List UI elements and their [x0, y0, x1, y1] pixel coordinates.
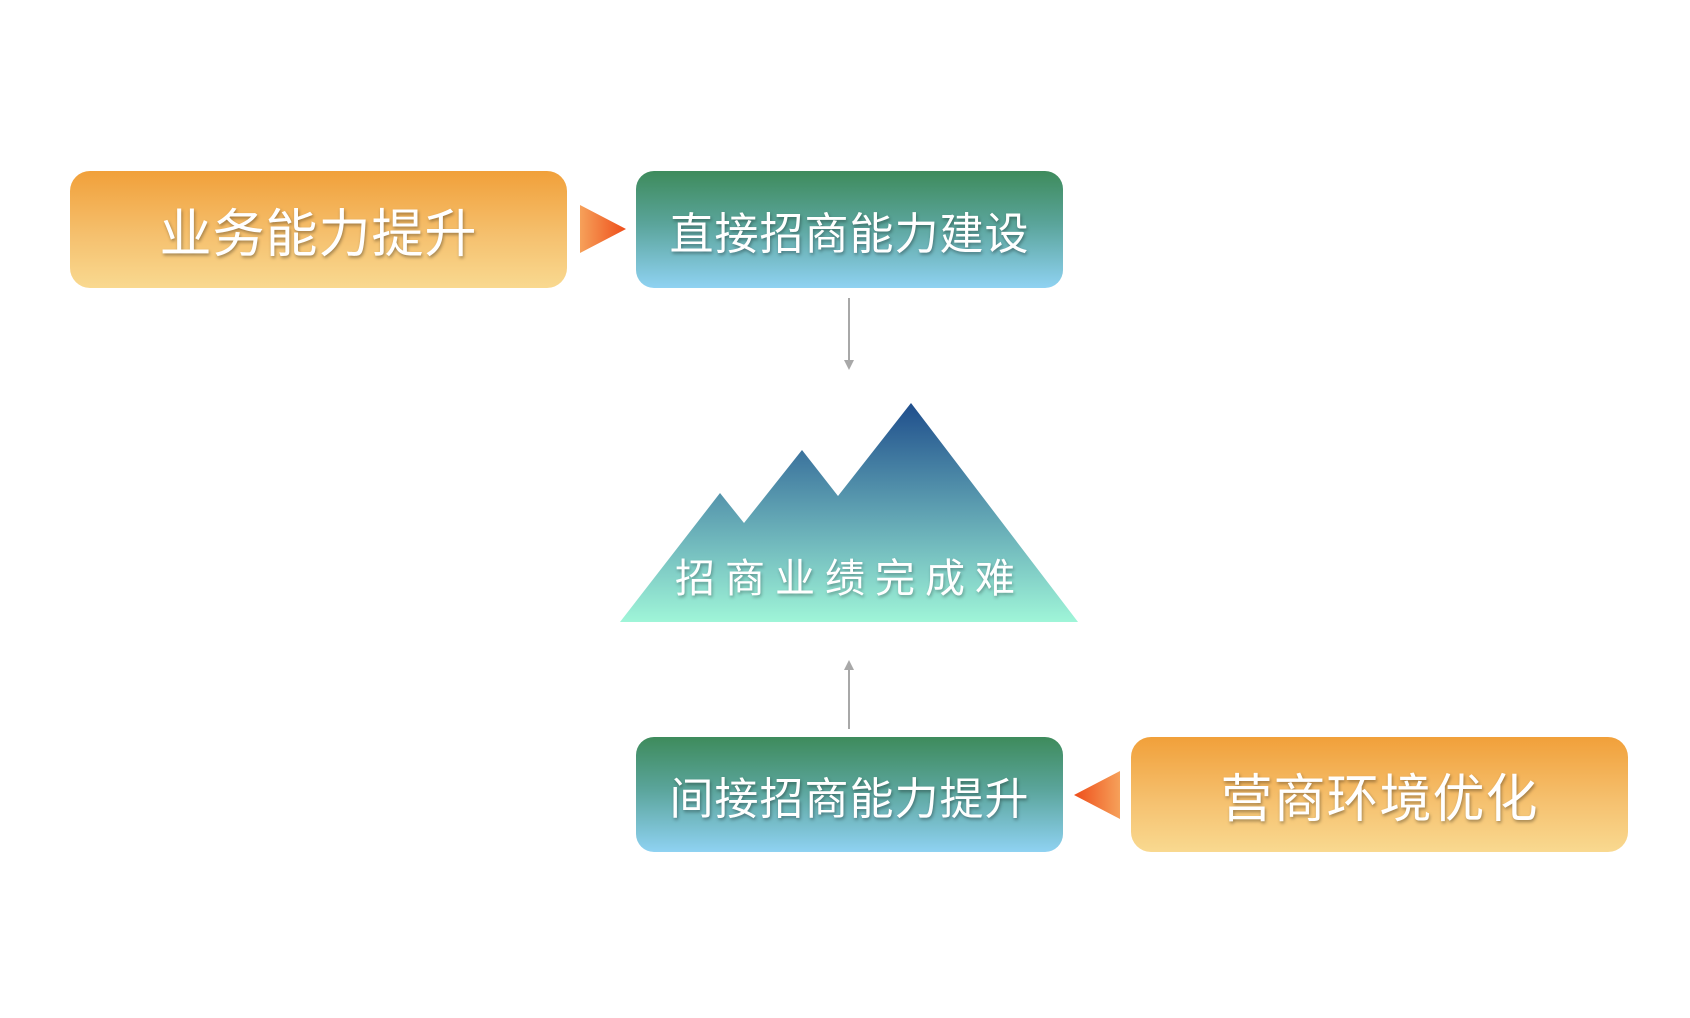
pointer-right-icon: [580, 205, 626, 253]
business-capability-label: 业务能力提升: [159, 205, 478, 265]
direct-investment-box: 直接招商能力建设: [636, 171, 1063, 288]
business-environment-box: 营商环境优化: [1131, 737, 1628, 852]
connector-arrow-down: [844, 298, 854, 370]
pointer-left-icon: [1074, 771, 1120, 819]
business-environment-label: 营商环境优化: [1220, 770, 1539, 830]
indirect-investment-label: 间接招商能力提升: [669, 773, 1030, 825]
mountain-label: 招商业绩完成难: [675, 556, 1025, 602]
connector-arrow-up: [844, 660, 854, 729]
business-capability-box: 业务能力提升: [70, 171, 567, 288]
direct-investment-label: 直接招商能力建设: [669, 208, 1030, 260]
mountain-icon: [620, 403, 1078, 622]
indirect-investment-box: 间接招商能力提升: [636, 737, 1063, 852]
